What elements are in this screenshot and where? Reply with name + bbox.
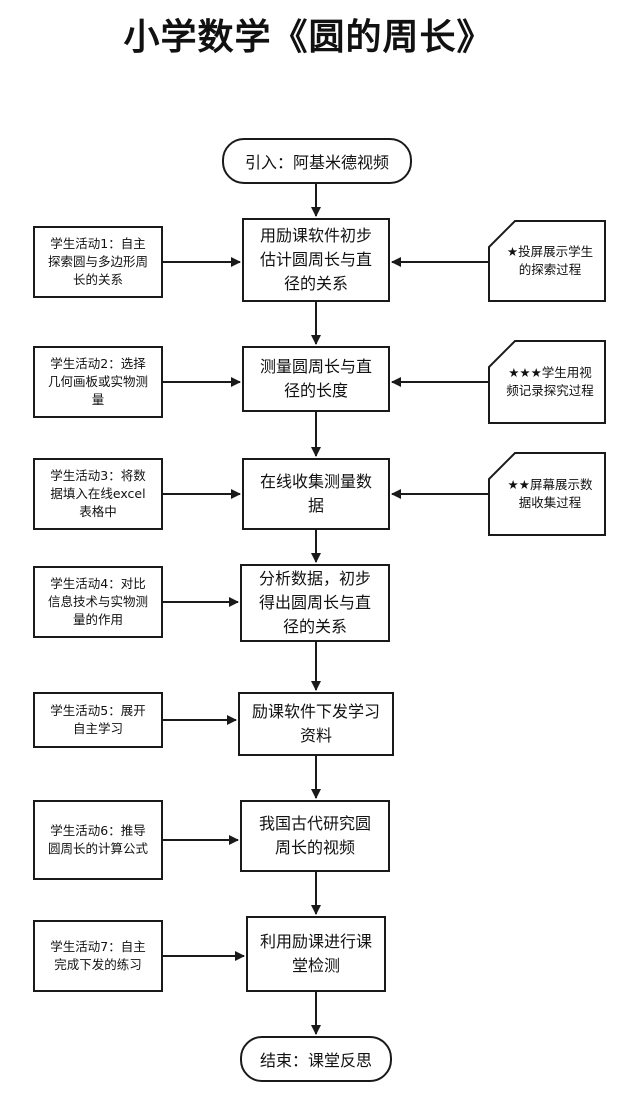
student-activity-2-label: 学生活动2：选择几何画板或实物测量 (47, 356, 148, 407)
student-activity-4-label: 学生活动4：对比信息技术与实物测量的作用 (47, 576, 148, 627)
student-activity-5: 学生活动5：展开自主学习 (33, 692, 163, 748)
student-activity-7-label: 学生活动7：自主完成下发的练习 (50, 939, 146, 972)
start-node: 引入：阿基米德视频 (222, 138, 412, 184)
process-step-3: 在线收集测量数据 (242, 458, 390, 530)
student-activity-7: 学生活动7：自主完成下发的练习 (33, 920, 163, 992)
student-activity-3-label: 学生活动3：将数据填入在线excel表格中 (50, 468, 146, 519)
student-activity-4: 学生活动4：对比信息技术与实物测量的作用 (33, 566, 163, 638)
process-step-6: 我国古代研究圆周长的视频 (240, 800, 390, 872)
process-step-5-label: 励课软件下发学习资料 (252, 702, 381, 745)
student-activity-6: 学生活动6：推导圆周长的计算公式 (33, 800, 163, 880)
note-card-shape (488, 220, 606, 302)
student-activity-6-label: 学生活动6：推导圆周长的计算公式 (47, 823, 148, 856)
student-activity-3: 学生活动3：将数据填入在线excel表格中 (33, 458, 163, 530)
page-title: 小学数学《圆的周长》 (123, 16, 494, 58)
process-step-6-label: 我国古代研究圆周长的视频 (258, 814, 371, 857)
process-step-7-label: 利用励课进行课堂检测 (260, 932, 373, 975)
teacher-note-1-label: ★投屏展示学生的探索过程 (506, 244, 594, 277)
student-activity-1: 学生活动1：自主探索圆与多边形周长的关系 (33, 226, 163, 298)
process-step-4: 分析数据，初步得出圆周长与直径的关系 (240, 564, 390, 642)
process-step-3-label: 在线收集测量数据 (259, 472, 372, 515)
end-label: 结束：课堂反思 (259, 1051, 372, 1070)
student-activity-2: 学生活动2：选择几何画板或实物测量 (33, 346, 163, 418)
student-activity-1-label: 学生活动1：自主探索圆与多边形周长的关系 (47, 236, 148, 287)
process-step-1: 用励课软件初步估计圆周长与直径的关系 (242, 218, 390, 302)
teacher-note-3-label: ★★屏幕展示数据收集过程 (507, 477, 593, 510)
start-label: 引入：阿基米德视频 (244, 153, 389, 172)
process-step-7: 利用励课进行课堂检测 (246, 916, 386, 992)
note-card-shape (488, 340, 606, 424)
process-step-2: 测量圆周长与直径的长度 (242, 346, 390, 412)
teacher-note-2: ★★★学生用视频记录探究过程 (488, 340, 606, 424)
teacher-note-3: ★★屏幕展示数据收集过程 (488, 452, 606, 536)
student-activity-5-label: 学生活动5：展开自主学习 (50, 703, 146, 736)
process-step-1-label: 用励课软件初步估计圆周长与直径的关系 (259, 226, 372, 293)
process-step-4-label: 分析数据，初步得出圆周长与直径的关系 (258, 569, 371, 636)
end-node: 结束：课堂反思 (240, 1036, 392, 1082)
process-step-5: 励课软件下发学习资料 (238, 692, 394, 756)
teacher-note-2-label: ★★★学生用视频记录探究过程 (506, 365, 594, 398)
process-step-2-label: 测量圆周长与直径的长度 (259, 357, 372, 400)
note-card-shape (488, 452, 606, 536)
teacher-note-1: ★投屏展示学生的探索过程 (488, 220, 606, 302)
